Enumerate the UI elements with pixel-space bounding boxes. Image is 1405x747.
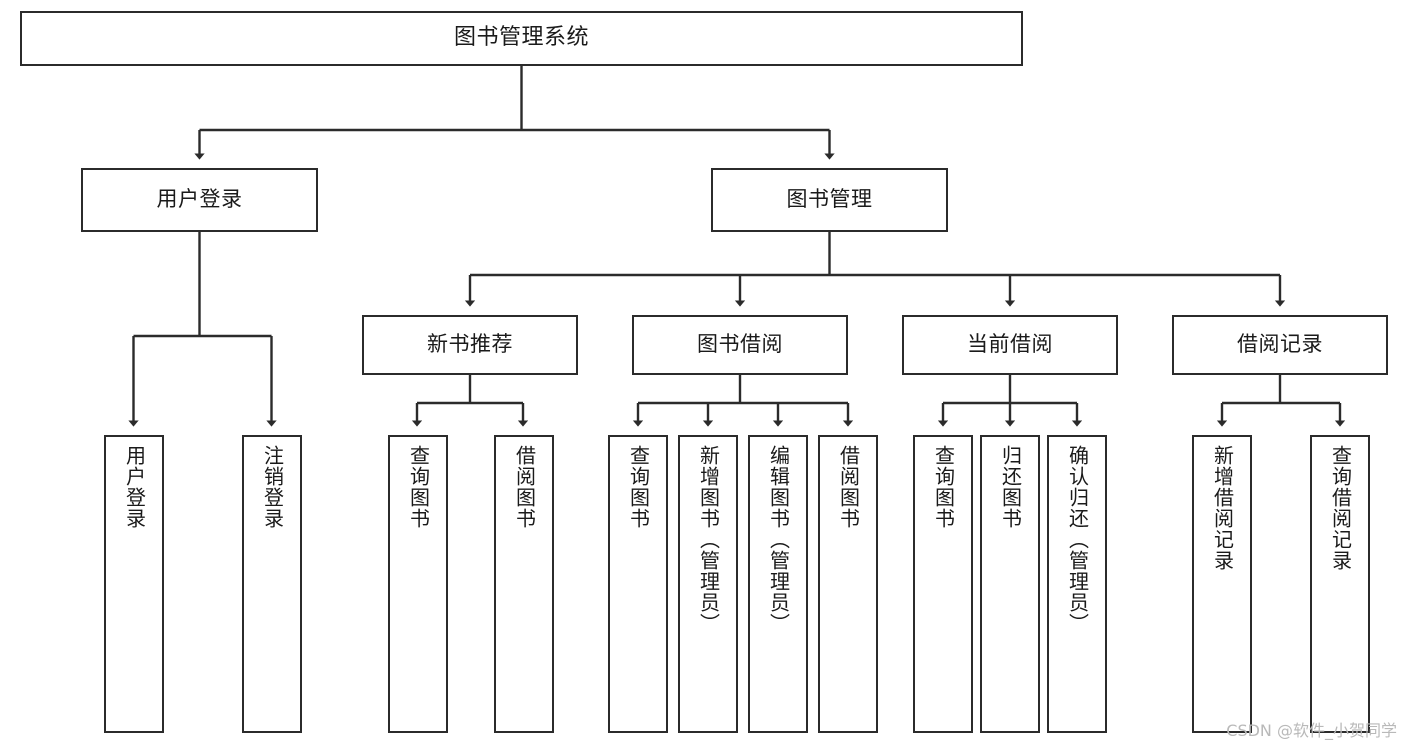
node-leaf-return-book[interactable]: 归还图书: [980, 435, 1040, 733]
node-book-borrow[interactable]: 图书借阅: [632, 315, 848, 375]
node-leaf-query-book-3[interactable]: 查询图书: [913, 435, 973, 733]
node-user-login[interactable]: 用户登录: [81, 168, 318, 232]
node-leaf-borrow-book-2[interactable]: 借阅图书: [818, 435, 878, 733]
node-current-borrow[interactable]: 当前借阅: [902, 315, 1118, 375]
leaf-label: 查询图书: [931, 445, 956, 529]
node-leaf-add-book[interactable]: 新增图书（管理员）: [678, 435, 738, 733]
leaf-label: 编辑图书（管理员）: [766, 445, 791, 634]
leaf-label: 归还图书: [998, 445, 1023, 529]
watermark-text: CSDN @软件_小贺同学: [1226, 721, 1397, 740]
node-leaf-user-login[interactable]: 用户登录: [104, 435, 164, 733]
leaf-label: 确认归还（管理员）: [1065, 445, 1090, 634]
node-leaf-add-record[interactable]: 新增借阅记录: [1192, 435, 1252, 733]
leaf-label: 新增图书（管理员）: [696, 445, 721, 634]
node-borrow-record[interactable]: 借阅记录: [1172, 315, 1388, 375]
node-root-system[interactable]: 图书管理系统: [20, 11, 1023, 66]
node-leaf-query-book-1[interactable]: 查询图书: [388, 435, 448, 733]
node-leaf-borrow-book-1[interactable]: 借阅图书: [494, 435, 554, 733]
node-leaf-logout-login[interactable]: 注销登录: [242, 435, 302, 733]
node-leaf-query-book-2[interactable]: 查询图书: [608, 435, 668, 733]
leaf-label: 查询图书: [626, 445, 651, 529]
leaf-label: 用户登录: [122, 445, 147, 529]
node-leaf-edit-book[interactable]: 编辑图书（管理员）: [748, 435, 808, 733]
leaf-label: 借阅图书: [836, 445, 861, 529]
node-new-book-recommend[interactable]: 新书推荐: [362, 315, 578, 375]
leaf-label: 查询图书: [406, 445, 431, 529]
leaf-label: 查询借阅记录: [1328, 445, 1353, 571]
node-book-manage[interactable]: 图书管理: [711, 168, 948, 232]
leaf-label: 借阅图书: [512, 445, 537, 529]
node-leaf-query-record[interactable]: 查询借阅记录: [1310, 435, 1370, 733]
leaf-label: 新增借阅记录: [1210, 445, 1235, 571]
node-leaf-confirm-return[interactable]: 确认归还（管理员）: [1047, 435, 1107, 733]
leaf-label: 注销登录: [260, 445, 285, 529]
